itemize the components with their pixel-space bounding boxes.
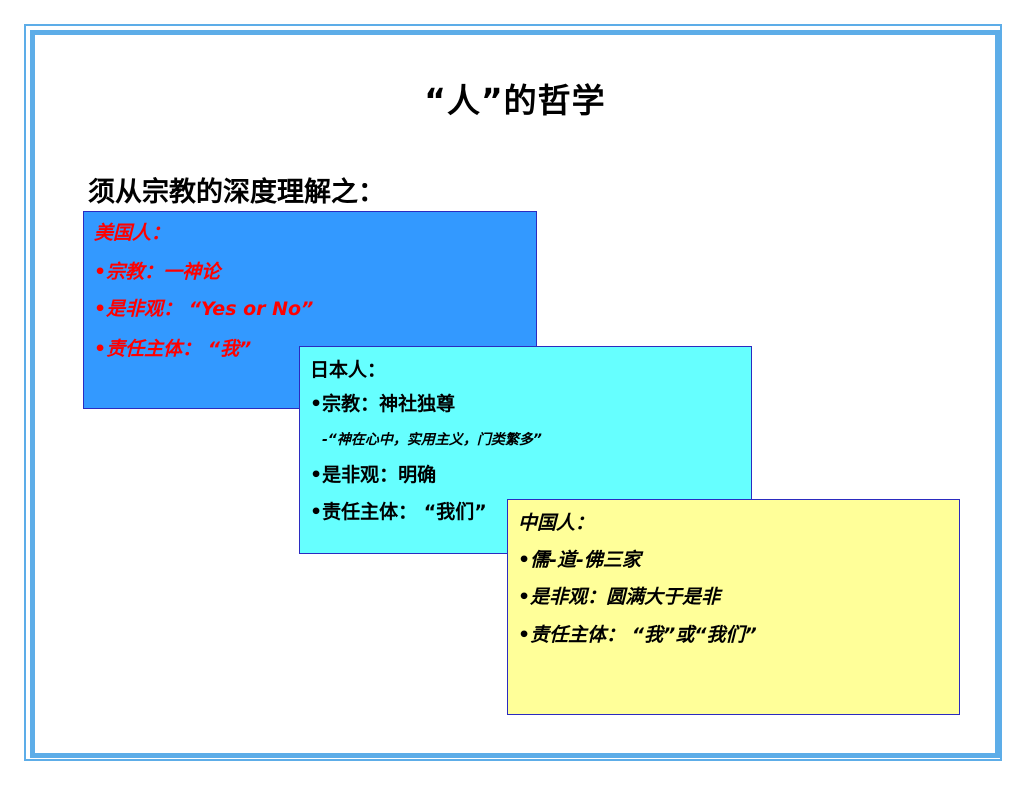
chinese-heading: 中国人： <box>518 512 595 534</box>
japanese-religion: •宗教：神社独尊 <box>310 393 456 415</box>
slide-title: “人”的哲学 <box>424 81 606 120</box>
japanese-responsibility: •责任主体： “我们” <box>310 501 487 523</box>
slide-subtitle: 须从宗教的深度理解之： <box>88 177 385 208</box>
american-responsibility: •责任主体： “我” <box>94 338 252 360</box>
american-heading: 美国人： <box>94 222 171 244</box>
chinese-responsibility: •责任主体： “我”或“我们” <box>518 624 757 646</box>
american-religion: •宗教：一神论 <box>94 261 221 283</box>
slide-frame-inner <box>30 30 1000 758</box>
slide-frame-outer <box>24 24 1002 761</box>
japanese-religion-note: -“神在心中，实用主义，门类繁多” <box>322 432 542 448</box>
american-values: •是非观： “Yes or No” <box>94 298 314 320</box>
chinese-card: 中国人： •儒-道-佛三家 •是非观：圆满大于是非 •责任主体： “我”或“我们… <box>507 499 960 715</box>
chinese-values: •是非观：圆满大于是非 <box>518 586 721 608</box>
japanese-values: •是非观：明确 <box>310 464 437 486</box>
japanese-heading: 日本人： <box>310 359 387 381</box>
chinese-religion: •儒-道-佛三家 <box>518 549 641 571</box>
